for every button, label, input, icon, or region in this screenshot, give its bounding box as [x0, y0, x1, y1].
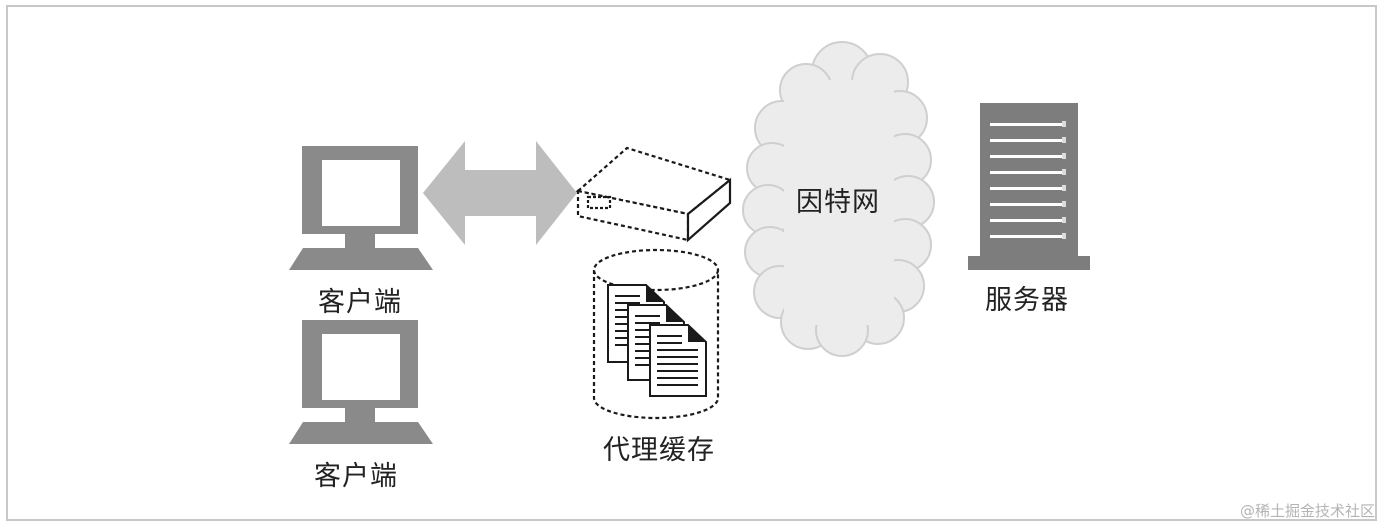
watermark: @稀土掘金技术社区: [1239, 502, 1375, 520]
server-icon: [968, 103, 1090, 270]
client-computer-icon-bottom: [289, 320, 433, 444]
client-computer-icon-top: [289, 146, 433, 270]
internet-label: 因特网: [796, 187, 880, 218]
proxy-device-icon: [575, 146, 733, 243]
cached-document-icon: [649, 324, 707, 397]
server-label: 服务器: [985, 285, 1069, 316]
client-label-bottom: 客户端: [314, 461, 398, 492]
client-label-top: 客户端: [318, 287, 402, 318]
cache-storage-icon: [592, 248, 720, 420]
proxy-cache-label: 代理缓存: [603, 435, 715, 466]
bidirectional-arrow-icon: [423, 141, 577, 245]
